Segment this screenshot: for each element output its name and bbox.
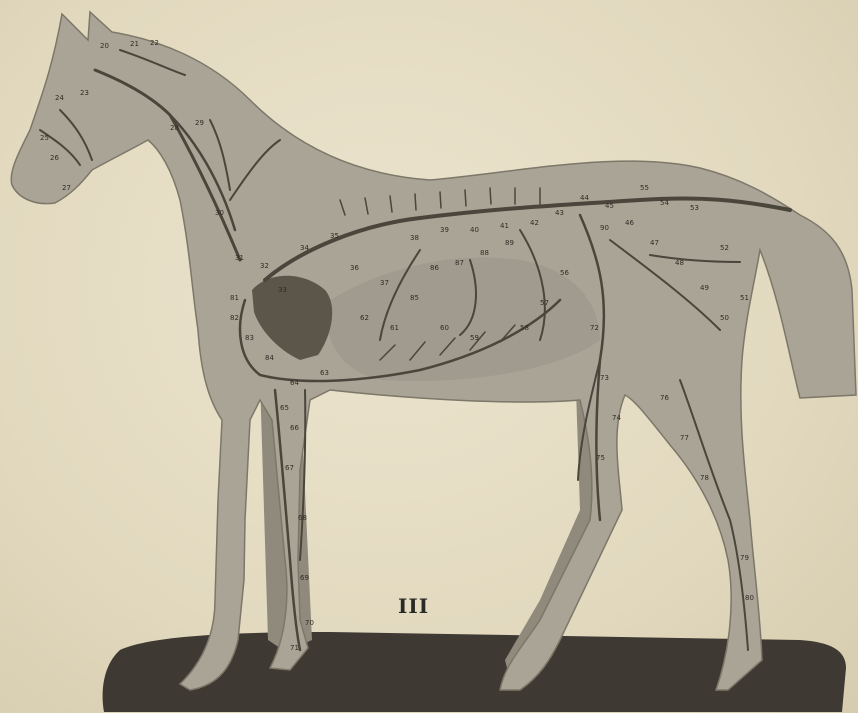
callout-number: 90 (600, 224, 609, 232)
callout-number: 73 (600, 374, 609, 382)
callout-number: 28 (170, 124, 179, 132)
callout-number: 56 (560, 269, 569, 277)
callout-number: 43 (555, 209, 564, 217)
far-legs (260, 360, 625, 680)
callout-number: 70 (305, 619, 314, 627)
callout-number: 66 (290, 424, 299, 432)
callout-number: 22 (150, 39, 159, 47)
callout-number: 25 (40, 134, 49, 142)
callout-number: 79 (740, 554, 749, 562)
callout-number: 81 (230, 294, 239, 302)
callout-number: 54 (660, 199, 669, 207)
callout-number: 30 (215, 209, 224, 217)
callout-number: 84 (265, 354, 274, 362)
callout-number: 21 (130, 40, 139, 48)
callout-number: 59 (470, 334, 479, 342)
callout-number: 31 (235, 254, 244, 262)
callout-number: 35 (330, 232, 339, 240)
callout-number: 86 (430, 264, 439, 272)
callout-number: 36 (350, 264, 359, 272)
callout-number: 62 (360, 314, 369, 322)
callout-number: 72 (590, 324, 599, 332)
callout-number: 57 (540, 299, 549, 307)
callout-number: 74 (612, 414, 621, 422)
callout-number: 75 (596, 454, 605, 462)
callout-number: 77 (680, 434, 689, 442)
callout-number: 37 (380, 279, 389, 287)
callout-number: 29 (195, 119, 204, 127)
callout-number: 80 (745, 594, 754, 602)
callout-number: 69 (300, 574, 309, 582)
plate-number: III (398, 594, 429, 618)
callout-number: 63 (320, 369, 329, 377)
callout-number: 42 (530, 219, 539, 227)
callout-number: 89 (505, 239, 514, 247)
callout-number: 39 (440, 226, 449, 234)
callout-number: 48 (675, 259, 684, 267)
callout-number: 40 (470, 226, 479, 234)
callout-number: 85 (410, 294, 419, 302)
callout-number: 60 (440, 324, 449, 332)
callout-number: 26 (50, 154, 59, 162)
callout-number: 24 (55, 94, 64, 102)
callout-number: 82 (230, 314, 239, 322)
callout-number: 41 (500, 222, 509, 230)
callout-number: 20 (100, 42, 109, 50)
callout-number: 71 (290, 644, 299, 652)
callout-number: 33 (278, 286, 287, 294)
callout-number: 64 (290, 379, 299, 387)
callout-number: 38 (410, 234, 419, 242)
callout-number: 44 (580, 194, 589, 202)
callout-number: 58 (520, 324, 529, 332)
callout-number: 55 (640, 184, 649, 192)
callout-number: 51 (740, 294, 749, 302)
callout-number: 47 (650, 239, 659, 247)
callout-number: 68 (298, 514, 307, 522)
callout-number: 27 (62, 184, 71, 192)
callout-number: 65 (280, 404, 289, 412)
callout-number: 32 (260, 262, 269, 270)
callout-number: 88 (480, 249, 489, 257)
callout-number: 45 (605, 202, 614, 210)
callout-number: 23 (80, 89, 89, 97)
callout-number: 78 (700, 474, 709, 482)
callout-number: 49 (700, 284, 709, 292)
callout-number: 83 (245, 334, 254, 342)
callout-number: 67 (285, 464, 294, 472)
callout-number: 46 (625, 219, 634, 227)
callout-number: 87 (455, 259, 464, 267)
callout-number: 50 (720, 314, 729, 322)
callout-number: 61 (390, 324, 399, 332)
callout-number: 34 (300, 244, 309, 252)
callout-number: 76 (660, 394, 669, 402)
callout-number: 53 (690, 204, 699, 212)
callout-number: 52 (720, 244, 729, 252)
